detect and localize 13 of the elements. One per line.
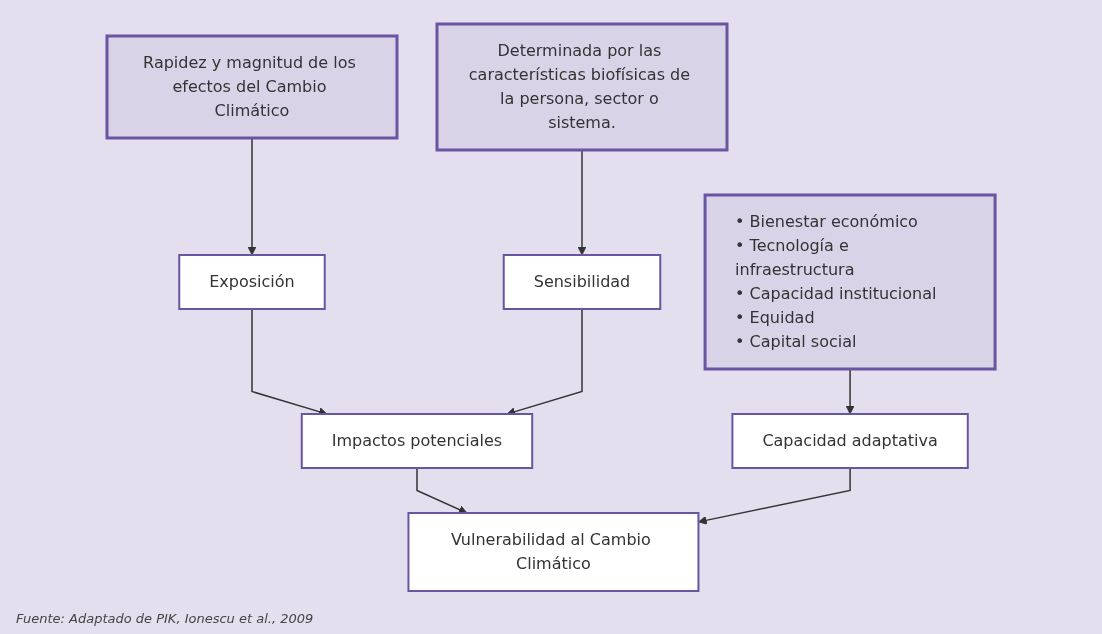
- node-box: Rapidez y magnitud de los efectos del Cambio Climático: [105, 34, 399, 140]
- arrow: [506, 308, 583, 416]
- arrow: [251, 308, 328, 416]
- node-box: Sensibilidad: [502, 254, 662, 310]
- node-box: Vulnerabilidad al Cambio Climático: [407, 512, 700, 592]
- arrow: [698, 467, 851, 525]
- arrow: [416, 467, 468, 514]
- source-caption: Fuente: Adaptado de PIK, Ionescu et al., 2009: [16, 611, 315, 626]
- node-box: • Bienestar económico • Tecnología e infraestructura • Capacidad institucional • Equidad • Capital social: [703, 193, 997, 371]
- node-box: Exposición: [178, 254, 326, 310]
- node-box: Determinada por las características biofísicas de la persona, sector o sistema.: [435, 22, 729, 152]
- node-box: Capacidad adaptativa: [731, 413, 969, 469]
- node-box: Impactos potenciales: [300, 413, 534, 469]
